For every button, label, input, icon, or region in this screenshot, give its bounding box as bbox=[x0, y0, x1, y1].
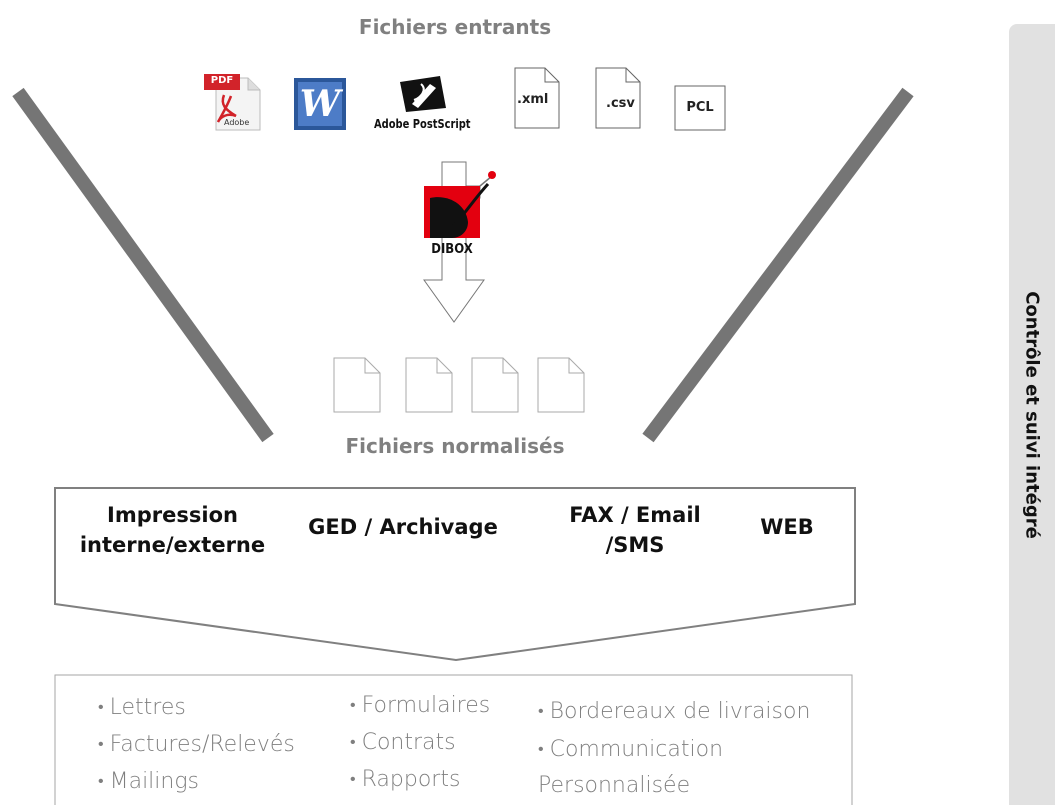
list-item: •Rapports bbox=[350, 767, 461, 792]
control-side-panel: Contrôle et suivi intégré bbox=[1009, 24, 1055, 805]
left-funnel-bar bbox=[12, 87, 274, 443]
incoming-files-heading: Fichiers entrants bbox=[358, 15, 552, 39]
dibox-logo bbox=[424, 171, 496, 238]
channel-fax: FAX / Email /SMS bbox=[569, 503, 701, 557]
list-item: •Factures/Relevés bbox=[98, 732, 295, 757]
output-list-1: •Lettres •Factures/Relevés •Mailings bbox=[98, 689, 295, 800]
postscript-icon bbox=[400, 76, 446, 112]
pdf-icon bbox=[204, 74, 261, 131]
channel-web: WEB bbox=[760, 515, 814, 539]
list-item: •Communication Personnalisée bbox=[538, 737, 724, 798]
list-item: •Lettres bbox=[98, 695, 186, 720]
word-icon bbox=[294, 78, 346, 130]
normalized-files-heading: Fichiers normalisés bbox=[345, 434, 565, 458]
output-box bbox=[54, 674, 853, 805]
xml-file-icon bbox=[514, 67, 560, 129]
pcl-label: PCL bbox=[686, 100, 714, 115]
pdf-caption: Adobe bbox=[224, 118, 250, 127]
dibox-label: DIBOX bbox=[431, 242, 473, 257]
channel-chevron-box bbox=[54, 487, 856, 662]
csv-file-icon bbox=[595, 67, 641, 129]
output-list-2: •Formulaires •Contrats •Rapports bbox=[350, 687, 490, 798]
xml-label: .xml bbox=[517, 92, 549, 107]
list-item: •Formulaires bbox=[350, 693, 491, 718]
process-arrow bbox=[423, 161, 485, 323]
channel-print: Impression interne/externe bbox=[79, 503, 266, 557]
right-funnel-bar bbox=[642, 87, 914, 443]
output-list-3: •Bordereaux de livraison •Communication … bbox=[538, 692, 810, 804]
postscript-caption: Adobe PostScript bbox=[374, 116, 471, 131]
side-panel-title: Contrôle et suivi intégré bbox=[1021, 290, 1043, 539]
pdf-badge-label: PDF bbox=[210, 75, 234, 86]
list-item: •Bordereaux de livraison bbox=[538, 699, 811, 724]
list-item: •Contrats bbox=[350, 730, 456, 755]
pcl-file-icon bbox=[674, 85, 726, 131]
normalized-files bbox=[333, 357, 585, 413]
channel-ged: GED / Archivage bbox=[308, 515, 498, 539]
csv-label: .csv bbox=[606, 96, 635, 111]
word-glyph: W bbox=[299, 83, 341, 125]
list-item: •Mailings bbox=[98, 769, 200, 794]
